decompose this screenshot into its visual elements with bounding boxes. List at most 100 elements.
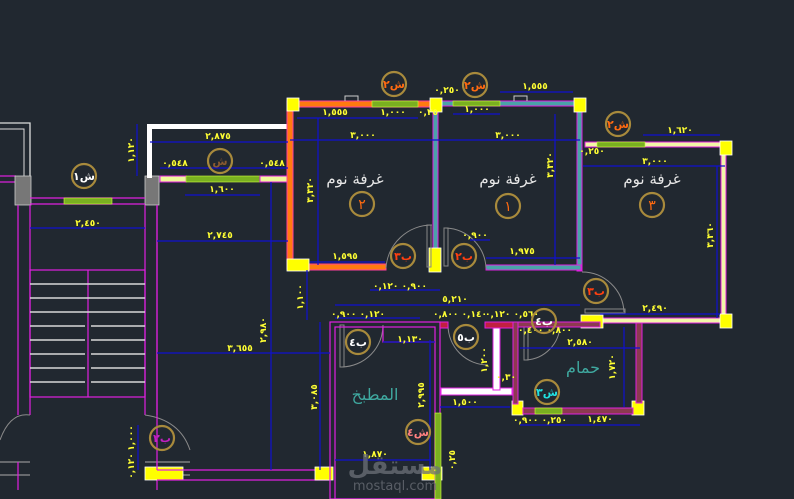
column: [144, 466, 184, 481]
tag-window-w4: ش٤: [404, 418, 432, 446]
dim-label: ٢,٥٨٠: [567, 338, 592, 348]
dim-label: ٣,٣٢٠: [546, 152, 556, 177]
dim-label: ٠,٢٥: [448, 450, 458, 470]
dim-label: ١,٨٧٠: [362, 450, 387, 460]
dim-label: ٣,٠٠٠: [642, 157, 667, 167]
room-label-kitchen: المطبخ: [352, 385, 399, 405]
tag-door-d4: ب٤: [344, 328, 372, 356]
dim-label: ٥,٢١٠: [442, 295, 467, 305]
dim-label: ٠,٩٠٠: [462, 231, 487, 241]
dim-label: ٠,١٢٠: [127, 453, 137, 478]
window-w3: [534, 407, 563, 415]
tag-door-d5: ب٥: [452, 323, 480, 351]
dim-label: ١,١٢٠: [127, 137, 137, 162]
svg-text:ش١: ش١: [73, 170, 95, 183]
svg-text:٣: ٣: [648, 198, 656, 214]
svg-text:١: ١: [504, 199, 512, 215]
svg-text:ب٥: ب٥: [457, 331, 475, 344]
svg-text:ش٢: ش٢: [464, 79, 486, 92]
dim-label: ٢,٩٩٥: [417, 382, 427, 407]
dim-label: ٠,٢٥٠: [434, 86, 459, 96]
tag-window-corridor: ش: [206, 147, 234, 175]
svg-text:مستقل: مستقل: [347, 451, 442, 481]
room-label-bedroom-2: غرفة نوم: [326, 170, 383, 188]
dim-label: ١,٦٢٠: [667, 126, 692, 136]
dim-label: ٠,١٢٠ ٠,٩٠٠: [331, 310, 385, 320]
dim-label: ٠,٥٦٠ ٠,١٢٠: [485, 310, 539, 320]
dim-label: ١,٥٥٥: [522, 82, 547, 92]
dim-label: ١,٠٠٠: [380, 108, 405, 118]
dim-label: ٠,٥٤٨: [162, 159, 188, 169]
tag-window-w3: ش٣: [533, 378, 561, 406]
dim-label: ٠,٥٤٨: [259, 159, 285, 169]
corridor-walls: [147, 124, 334, 481]
window-w1: [63, 197, 113, 205]
dim-label: ٢,٨٧٥: [205, 132, 230, 142]
svg-text:ش٤: ش٤: [407, 426, 429, 439]
reference-tags: ش١ ش٢ ش٢ ش٢ ش ٢ ١ ٣ ب٣ ب٢ ب٣ ب٤ ب٥ ب٤ ش٣…: [70, 70, 666, 452]
window-w2a: [371, 100, 419, 108]
room-label-bedroom-1: غرفة نوم: [479, 170, 536, 188]
dim-label: ١,٠٠٠: [127, 425, 137, 450]
tag-door-d2: ب٢: [148, 424, 176, 452]
tag-room-1: ١: [494, 192, 522, 220]
dim-label: ١,٥٩٥: [332, 252, 357, 262]
tag-door-d4: ب٤: [530, 307, 558, 335]
dim-label: ٢,٤٩٠: [642, 304, 667, 314]
svg-text:ب٤: ب٤: [535, 315, 553, 328]
dim-label: ٢,٩٨٠: [259, 317, 269, 342]
window-w2c: [596, 141, 646, 148]
svg-text:ب٤: ب٤: [349, 336, 367, 349]
svg-text:ش: ش: [212, 155, 227, 168]
dim-label: ٠,٢٥: [418, 108, 438, 118]
window-w2b: [452, 100, 501, 107]
dim-label: ٣,٠٨٥: [310, 384, 320, 409]
dim-label: ٠,٢٥٠ ٠,٩٠٠: [513, 416, 567, 426]
tag-room-2: ٢: [348, 190, 376, 218]
dim-label: ٣,٠٠٠: [495, 131, 520, 141]
tag-door-d3: ب٣: [582, 277, 610, 305]
watermark: مستقل mostaql.com: [347, 451, 442, 494]
tag-room-3: ٣: [638, 191, 666, 219]
tag-window-w1: ش١: [70, 162, 98, 190]
dimension-lines: [30, 91, 725, 470]
dim-label: ١,٥٠٠: [452, 398, 477, 408]
svg-text:ب٢: ب٢: [455, 250, 473, 263]
dimension-labels: ١,٥٥٥ ١,٠٠٠ ٠,٢٥ ٣,٠٠٠ ٣,٠٠٠ ١,٥٥٥ ١,٠٠٠…: [75, 82, 716, 479]
svg-text:ب٢: ب٢: [153, 432, 171, 445]
svg-text:ب٣: ب٣: [394, 250, 412, 263]
tag-door-d3: ب٣: [389, 242, 417, 270]
dim-label: ١,٦٠٠: [209, 185, 234, 195]
svg-text:٢: ٢: [358, 197, 366, 213]
tag-door-d2: ب٢: [450, 242, 478, 270]
dim-label: ٣,٦٥٥: [227, 344, 252, 354]
svg-text:ش٢: ش٢: [383, 78, 405, 91]
tag-window-w2: ش٢: [380, 70, 408, 98]
dim-label: ٢,٤٥٠: [75, 219, 100, 229]
window-corridor: [185, 175, 261, 183]
dim-label: ١,٥٥٥: [322, 108, 347, 118]
tag-window-w2: ش٢: [604, 110, 632, 138]
hatched-column: [144, 175, 160, 206]
dim-label: ٠,٩٠٠ ٠,١٢٠: [373, 282, 427, 292]
dim-label: ١,١٣٠: [397, 335, 422, 345]
tag-window-w2: ش٢: [461, 71, 489, 99]
dim-label: ٠,٨٠٠ ٠,٤٠٠: [518, 326, 572, 336]
svg-text:ش٣: ش٣: [536, 386, 558, 399]
dim-label: ٠,١٤٠ ٠,٨٠٠: [433, 310, 487, 320]
dim-label: ١,٠٠٠: [464, 105, 489, 115]
dim-label: ١,٧٢٠: [608, 354, 618, 379]
dim-label: ٠,٣٠: [496, 373, 516, 383]
room-label-bedroom-3: غرفة نوم: [623, 170, 680, 188]
dim-label: ١,٩٧٥: [509, 247, 534, 257]
dim-label: ١,١٠٠: [296, 284, 306, 309]
room-label-bathroom: حمام: [566, 358, 600, 377]
svg-text:mostaql.com: mostaql.com: [353, 479, 437, 494]
dim-label: ٣,٣٢٠: [306, 177, 316, 202]
dim-label: ٢,٧٤٥: [207, 231, 232, 241]
hatched-column: [14, 175, 32, 206]
dim-label: ٣,٣٦٠: [706, 222, 716, 247]
dim-label: ٠,٢٥٠: [579, 147, 604, 157]
